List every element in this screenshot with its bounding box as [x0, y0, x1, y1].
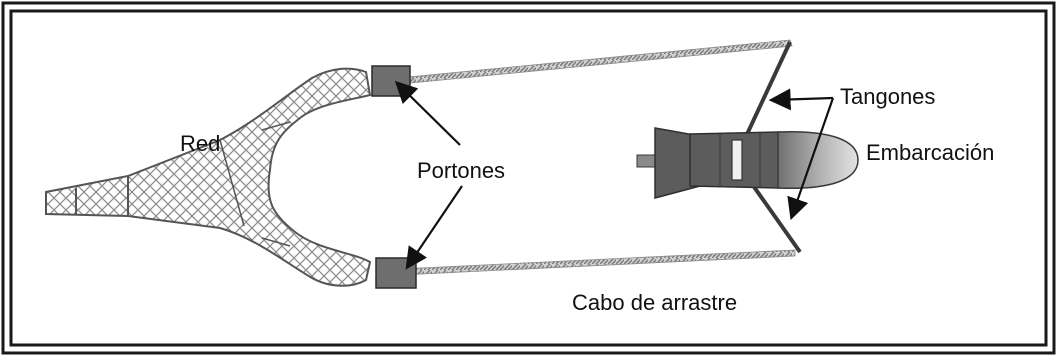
arrow-door-upper: [394, 80, 461, 146]
net: [45, 67, 372, 287]
tow-cable-lower: [377, 249, 796, 277]
outer-frame: [1, 1, 1056, 355]
arrow-outrigger-lower: [787, 97, 835, 221]
arrow-door-lower: [405, 185, 463, 270]
label-vessel: Embarcación: [866, 140, 995, 165]
net-body: [45, 67, 372, 287]
tow-cable-upper: [377, 39, 793, 87]
label-outriggers: Tangones: [840, 84, 936, 109]
net-body-divider: [219, 139, 245, 227]
vessel-mast: [731, 139, 743, 181]
label-net: Red: [180, 131, 221, 156]
vessel: [636, 127, 859, 199]
arrow-outrigger-upper: [768, 88, 834, 111]
net-wing-divider-upper: [261, 121, 291, 131]
label-tow-cable: Cabo de arrastre: [572, 290, 738, 315]
inner-frame: [9, 9, 1048, 347]
net-wing-divider-lower: [261, 237, 291, 247]
label-doors: Portones: [417, 158, 506, 183]
